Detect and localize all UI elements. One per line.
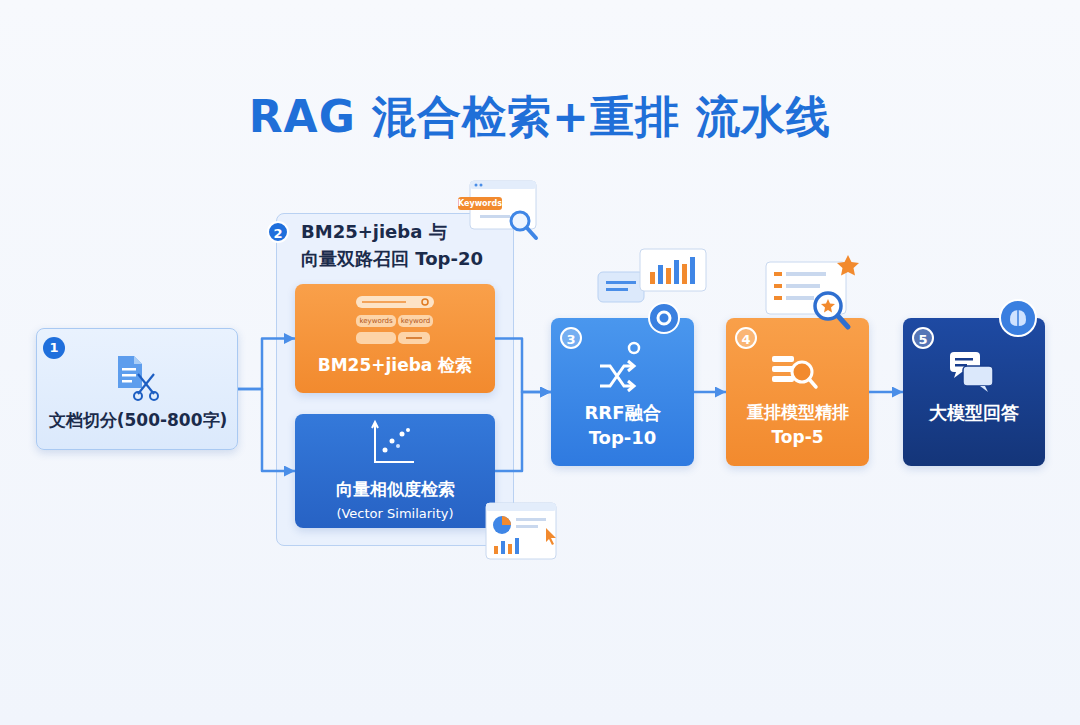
flow-arrow xyxy=(869,391,903,394)
process-box: 5 大模型回答 xyxy=(903,318,1045,466)
answer-icons xyxy=(950,300,1036,392)
node-label: BM25+jieba 与 向量双路召回 Top-20 xyxy=(301,218,506,272)
process-box: 4 重排模型精排 Top-5 xyxy=(726,318,869,466)
chart-card-icon xyxy=(486,503,556,559)
step-number: 1 xyxy=(43,337,65,359)
flow-arrow xyxy=(495,392,551,471)
node-label: 大模型回答 xyxy=(903,402,1045,424)
process-box: BM25+jieba 检索 xyxy=(295,284,495,393)
node-label: RRF融合 Top-10 xyxy=(572,400,673,450)
rerank-icons xyxy=(766,255,859,387)
scatter-icon xyxy=(372,422,414,462)
flow-arrow xyxy=(495,339,551,393)
node-label: 重排模型精排 Top-5 xyxy=(737,400,858,450)
process-box: 3RRF融合 Top-10 xyxy=(551,318,694,466)
flow-arrow xyxy=(694,391,726,394)
step-number: 5 xyxy=(912,327,934,349)
diagram-title: RAG 混合检索+重排 流水线 xyxy=(0,88,1080,147)
node-label: (Vector Similarity) xyxy=(295,503,495,525)
search-pills-icon xyxy=(356,296,434,344)
step-number: 3 xyxy=(560,327,582,349)
icon-label: keyword xyxy=(398,315,433,327)
step-number: 2 xyxy=(267,221,289,243)
node-label: 文档切分(500-800字) xyxy=(37,409,239,431)
icon-label: keywords xyxy=(356,315,396,327)
fusion-icons xyxy=(598,249,706,391)
step-number: 4 xyxy=(735,327,757,349)
process-box: 1 文档切分(500-800字) xyxy=(36,328,238,450)
node-label: BM25+jieba 检索 xyxy=(295,354,495,376)
flow-arrow xyxy=(238,389,295,471)
icon-label: Keywords xyxy=(458,197,502,210)
flow-arrow xyxy=(238,339,295,390)
process-box: 向量相似度检索 (Vector Similarity) xyxy=(295,414,495,528)
document-icon xyxy=(118,356,158,400)
group-box: BM25+jieba 检索向量相似度检索(Vector Similarity)2… xyxy=(276,213,514,546)
keywords-card-icon xyxy=(458,181,536,238)
node-label: 向量相似度检索 xyxy=(295,478,495,500)
